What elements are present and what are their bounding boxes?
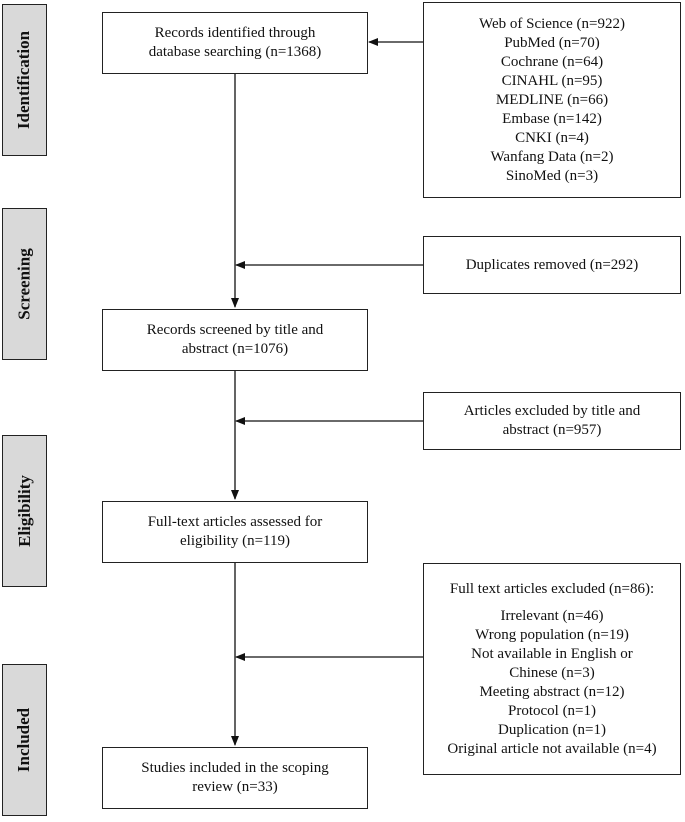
stage-included: Included (2, 664, 47, 816)
excluded-title-line-2: abstract (n=957) (502, 422, 602, 438)
exclusion-reason: Chinese (n=3) (509, 664, 595, 681)
exclusion-reason: Irrelevant (n=46) (500, 607, 604, 624)
box-duplicates-removed: Duplicates removed (n=292) (423, 236, 681, 294)
fulltext-assessed-line-1: Full-text articles assessed for (147, 514, 323, 530)
excluded-title-line-1: Articles excluded by title and (463, 403, 641, 419)
source-item: CINAHL (n=95) (501, 72, 603, 89)
exclusion-reason: Duplication (n=1) (497, 721, 607, 738)
exclusion-reason: Protocol (n=1) (507, 702, 597, 719)
exclusion-reason: Meeting abstract (n=12) (479, 683, 625, 700)
box-records-identified: Records identified through database sear… (102, 12, 368, 74)
source-item: CNKI (n=4) (515, 129, 589, 146)
source-item: SinoMed (n=3) (505, 167, 599, 184)
source-item: Web of Science (n=922) (479, 15, 625, 32)
box-fulltext-assessed: Full-text articles assessed for eligibil… (102, 501, 368, 563)
exclusion-reason: Original article not available (n=4) (447, 740, 657, 757)
records-identified-line-1: Records identified through (154, 25, 316, 41)
box-records-screened: Records screened by title and abstract (… (102, 309, 368, 371)
source-item: Embase (n=142) (502, 110, 602, 127)
box-studies-included: Studies included in the scoping review (… (102, 747, 368, 809)
fulltext-assessed-line-2: eligibility (n=119) (180, 533, 290, 549)
exclusion-reason: Not available in English or (471, 645, 633, 662)
records-screened-line-2: abstract (n=1076) (181, 341, 289, 357)
box-excluded-title-abstract: Articles excluded by title and abstract … (423, 392, 681, 450)
stage-identification: Identification (2, 4, 47, 156)
records-identified-line-2: database searching (n=1368) (148, 44, 322, 60)
studies-included-line-2: review (n=33) (192, 779, 278, 795)
source-item: Wanfang Data (n=2) (490, 148, 614, 165)
exclusion-reason: Wrong population (n=19) (475, 626, 629, 643)
duplicates-removed-text: Duplicates removed (n=292) (465, 256, 639, 273)
stage-screening: Screening (2, 208, 47, 360)
source-item: MEDLINE (n=66) (495, 91, 609, 108)
fulltext-excluded-title: Full text articles excluded (n=86): (449, 580, 655, 597)
source-item: PubMed (n=70) (504, 34, 600, 51)
box-fulltext-excluded: Full text articles excluded (n=86): Irre… (423, 563, 681, 775)
studies-included-line-1: Studies included in the scoping (141, 760, 329, 776)
box-database-sources: Web of Science (n=922) PubMed (n=70) Coc… (423, 2, 681, 198)
records-screened-line-1: Records screened by title and (146, 322, 324, 338)
stage-eligibility: Eligibility (2, 435, 47, 587)
source-item: Cochrane (n=64) (500, 53, 604, 70)
